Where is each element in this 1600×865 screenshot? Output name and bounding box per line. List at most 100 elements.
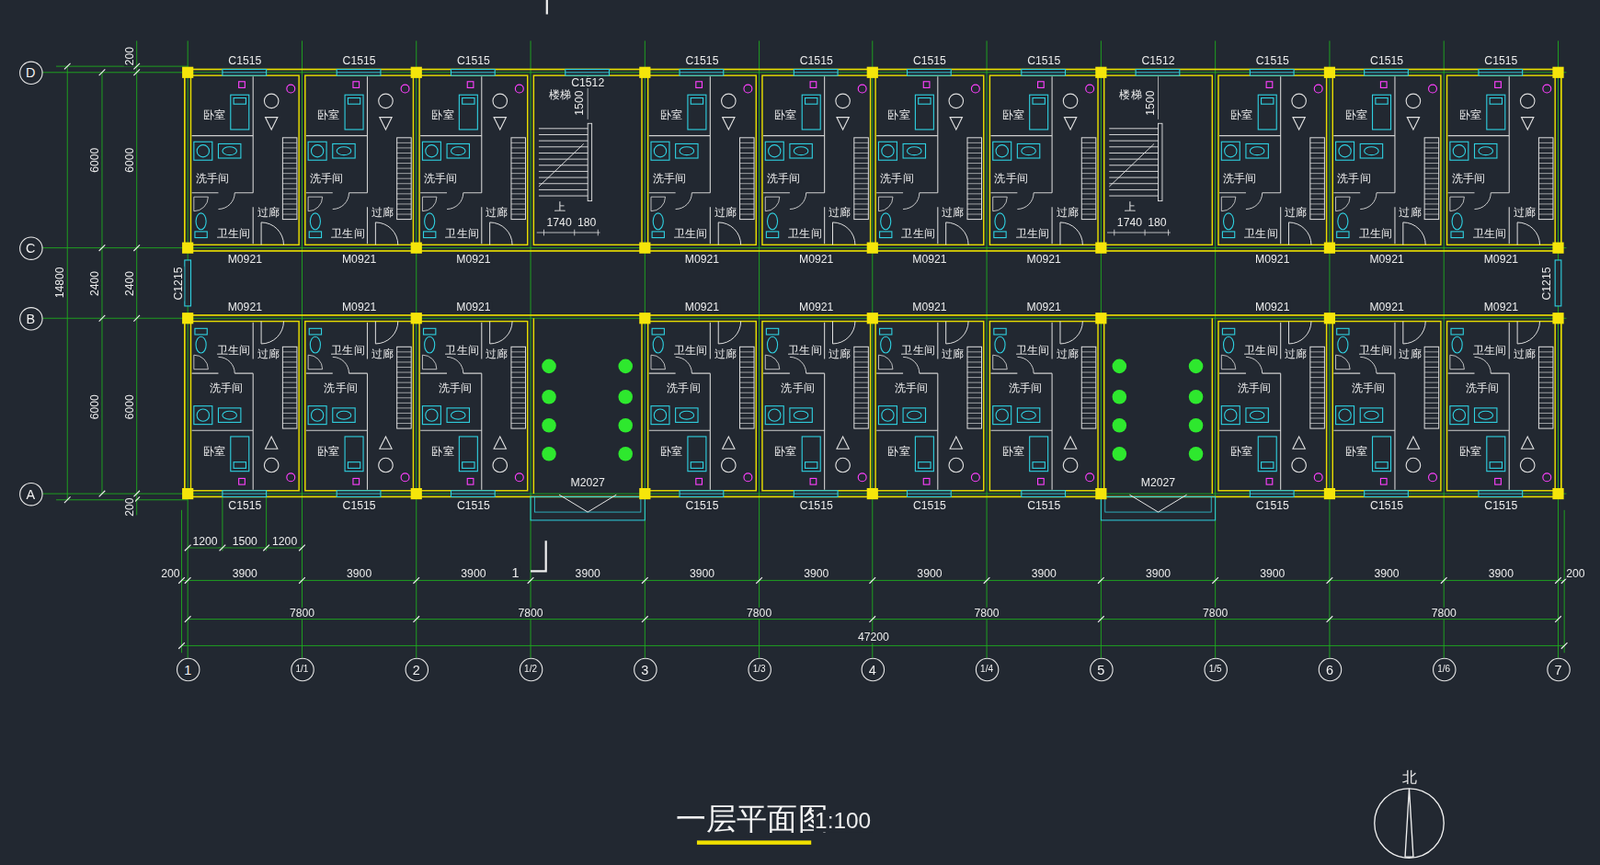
room-name: 卧室 <box>886 109 912 121</box>
room-name: 卫生间 <box>673 344 709 356</box>
axis-grid <box>187 40 1558 658</box>
window-tag: C1515 <box>1255 500 1291 512</box>
bottom-units <box>419 321 528 498</box>
columns <box>1095 242 1107 254</box>
door-tag: M0921 <box>798 253 835 265</box>
axis-bubble: 1/2 <box>518 657 543 682</box>
door-tag: M0921 <box>911 301 949 313</box>
window-tag: C1515 <box>342 500 378 512</box>
room-name: 洗手间 <box>322 382 359 394</box>
dimension: 6000 <box>89 393 101 421</box>
north-mark: 北 <box>1401 770 1418 786</box>
top-units <box>191 68 1556 245</box>
bottom-units <box>1100 318 1215 521</box>
axis-label: 1/4 <box>980 664 994 675</box>
top-units <box>875 68 984 245</box>
axis-bubble: 7 <box>1546 657 1571 682</box>
axis-bubble: 1/1 <box>290 657 315 682</box>
axis-label: 1/6 <box>1437 664 1451 675</box>
door-tag: M0921 <box>1368 253 1406 265</box>
door-tag: M0921 <box>455 301 492 313</box>
columns <box>1095 312 1107 324</box>
door-tag: M0921 <box>227 253 264 265</box>
bottom-units <box>305 321 414 498</box>
dimension: 200 <box>124 45 136 68</box>
room-name: 洗手间 <box>665 382 702 394</box>
dimension: 1500 <box>573 89 585 116</box>
axis-bubble: 2 <box>404 657 429 682</box>
bottom-units <box>989 321 1098 498</box>
room-name: 卫生间 <box>1357 228 1394 240</box>
end-windows <box>184 260 192 307</box>
dimension-ticks <box>178 577 1567 584</box>
room-name: 卧室 <box>316 445 342 458</box>
room-name: 过廊 <box>1283 348 1309 360</box>
room-name: 过廊 <box>484 206 510 218</box>
dimension: 180 <box>576 217 598 229</box>
dimension: 1740 <box>1116 217 1143 229</box>
dimension: 1200 <box>191 536 218 548</box>
top-units <box>1218 68 1327 245</box>
room-name: 过廊 <box>256 206 282 218</box>
columns <box>1095 488 1107 500</box>
dimension-ticks <box>178 616 1567 650</box>
window-tag: C1515 <box>799 500 835 512</box>
window-tag: C1512 <box>1140 55 1176 67</box>
axis-label: 1/3 <box>753 664 766 675</box>
north-arrow <box>1374 788 1444 858</box>
axis-label: C <box>25 240 35 254</box>
axis-bubble: 3 <box>633 657 658 682</box>
room-name: 洗手间 <box>1235 382 1272 394</box>
window-tag: C1515 <box>912 55 948 67</box>
axis-bubble: 1 <box>175 657 200 682</box>
door-tag: M2027 <box>569 477 606 489</box>
columns <box>639 242 651 254</box>
dimension: 7800 <box>745 607 773 619</box>
room-name: 洗手间 <box>1222 172 1258 184</box>
window-tag: C1515 <box>912 500 948 512</box>
dimension: 6000 <box>89 147 101 174</box>
room-name: 过廊 <box>1397 206 1423 218</box>
room-name: 卫生间 <box>1472 228 1509 240</box>
room-name: 过廊 <box>827 206 853 218</box>
door-tag: M0921 <box>1254 301 1292 313</box>
room-name: 洗手间 <box>1450 172 1486 184</box>
room-name: 洗手间 <box>765 172 802 184</box>
dimension: 200 <box>1565 568 1587 580</box>
axis-label: D <box>25 66 35 80</box>
room-name: 过廊 <box>370 348 396 360</box>
dimension: 200 <box>160 568 182 580</box>
dimension: 3900 <box>345 568 373 580</box>
top-units <box>1104 68 1213 245</box>
room-name: 卧室 <box>1343 445 1369 458</box>
dimension: 3900 <box>1487 568 1515 580</box>
columns <box>867 67 879 79</box>
dimension: 3900 <box>1372 568 1400 580</box>
room-name: 过廊 <box>713 348 739 360</box>
columns <box>1095 67 1107 79</box>
axis-label: 1/2 <box>524 664 538 675</box>
stair-note: 上 <box>1123 201 1137 213</box>
section-mark: 1 <box>510 565 520 579</box>
room-name: 过廊 <box>940 206 966 218</box>
dimension: 6000 <box>124 147 136 174</box>
door-tag: M0921 <box>1368 301 1406 313</box>
room-name: 卧室 <box>773 109 799 121</box>
columns <box>867 488 879 500</box>
room-name: 卧室 <box>773 445 799 458</box>
axis-label: 1/1 <box>296 664 309 675</box>
dimension: 200 <box>124 496 136 518</box>
columns <box>411 67 423 79</box>
room-name: 洗手间 <box>437 382 474 394</box>
top-units <box>191 68 300 245</box>
axis-label: 1/5 <box>1209 664 1223 675</box>
door-tag: M0921 <box>798 301 835 313</box>
axis-label: 4 <box>868 662 877 676</box>
drawing-title: 一层平面图 <box>675 803 829 835</box>
dimension-ticks <box>64 63 1568 650</box>
room-name: 卫生间 <box>1015 228 1052 240</box>
room-name: 过廊 <box>940 348 966 360</box>
section-cut <box>530 0 548 572</box>
axis-label: 3 <box>640 662 649 676</box>
